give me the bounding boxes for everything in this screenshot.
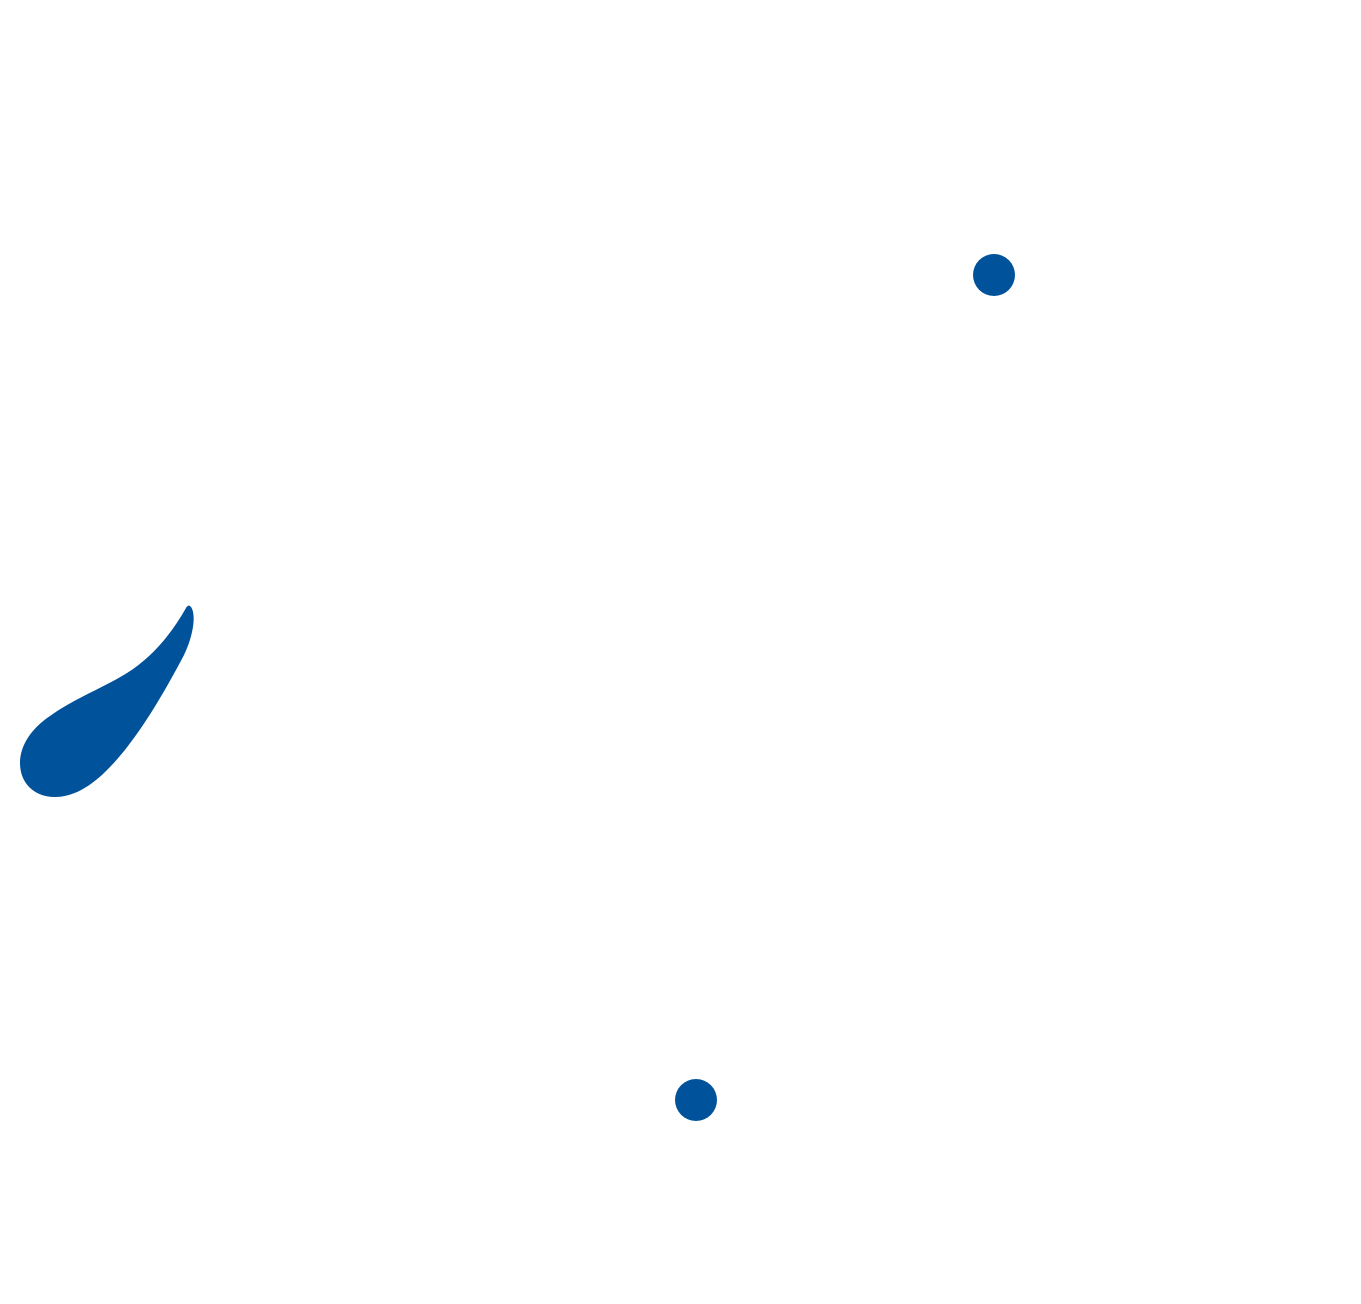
dot-upper-right bbox=[973, 254, 1015, 296]
teardrop-shape bbox=[20, 605, 194, 797]
dot-bottom-center bbox=[675, 1079, 717, 1121]
